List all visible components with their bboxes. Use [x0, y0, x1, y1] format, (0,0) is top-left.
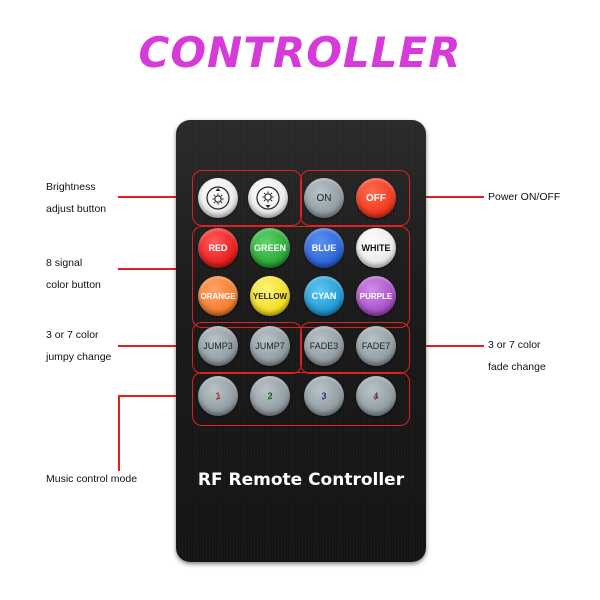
music-note-icon: ♪ [321, 389, 327, 403]
power-group [300, 170, 410, 226]
jump-group [192, 322, 302, 374]
green-button[interactable]: GREEN [250, 228, 290, 268]
red-button[interactable]: RED [198, 228, 238, 268]
music-group [192, 372, 410, 426]
music-mode-label: Music control mode [46, 473, 138, 485]
music-note-icon: ♪ [373, 389, 379, 403]
music-1-button[interactable]: ♪1 [198, 376, 238, 416]
purple-button[interactable]: PURPLE [356, 276, 396, 316]
music-3-button[interactable]: ♪3 [304, 376, 344, 416]
power-label: Power ON/OFF [488, 191, 561, 203]
brightness-group [192, 170, 302, 226]
fade3-button[interactable]: FADE3 [304, 326, 344, 366]
power-callout-line [408, 196, 484, 198]
sun-down-icon [256, 186, 280, 210]
orange-button[interactable]: ORANGE [198, 276, 238, 316]
jumpy-callout-line [118, 345, 192, 347]
jump7-button[interactable]: JUMP7 [250, 326, 290, 366]
fade-callout-line [408, 345, 484, 347]
off-button[interactable]: OFF [356, 178, 396, 218]
color-group [192, 226, 410, 328]
brightness-callout-line [118, 196, 192, 198]
fade7-button[interactable]: FADE7 [356, 326, 396, 366]
music-4-button[interactable]: ♪4 [356, 376, 396, 416]
blue-button[interactable]: BLUE [304, 228, 344, 268]
page-title: CONTROLLER [138, 28, 462, 77]
music-4-number: 4 [373, 391, 379, 401]
brightness-up-button[interactable] [198, 178, 238, 218]
brightness-down-button[interactable] [248, 178, 288, 218]
music-callout-hline [118, 395, 192, 397]
music-2-button[interactable]: ♪2 [250, 376, 290, 416]
signal-callout-line [118, 268, 192, 270]
music-note-icon: ♪ [215, 389, 221, 403]
remote-body: ON OFF RED GREEN BLUE WHITE ORANGE YELLO… [176, 120, 426, 562]
music-1-number: 1 [215, 391, 221, 401]
cyan-button[interactable]: CYAN [304, 276, 344, 316]
music-2-number: 2 [267, 391, 273, 401]
music-callout-vline [118, 395, 120, 471]
on-button[interactable]: ON [304, 178, 344, 218]
music-note-icon: ♪ [267, 389, 273, 403]
sun-up-icon [206, 186, 230, 210]
yellow-button[interactable]: YELLOW [250, 276, 290, 316]
music-3-number: 3 [321, 391, 327, 401]
white-button[interactable]: WHITE [356, 228, 396, 268]
jump3-button[interactable]: JUMP3 [198, 326, 238, 366]
fade-group [300, 322, 410, 374]
remote-label: RF Remote Controller [197, 470, 405, 490]
